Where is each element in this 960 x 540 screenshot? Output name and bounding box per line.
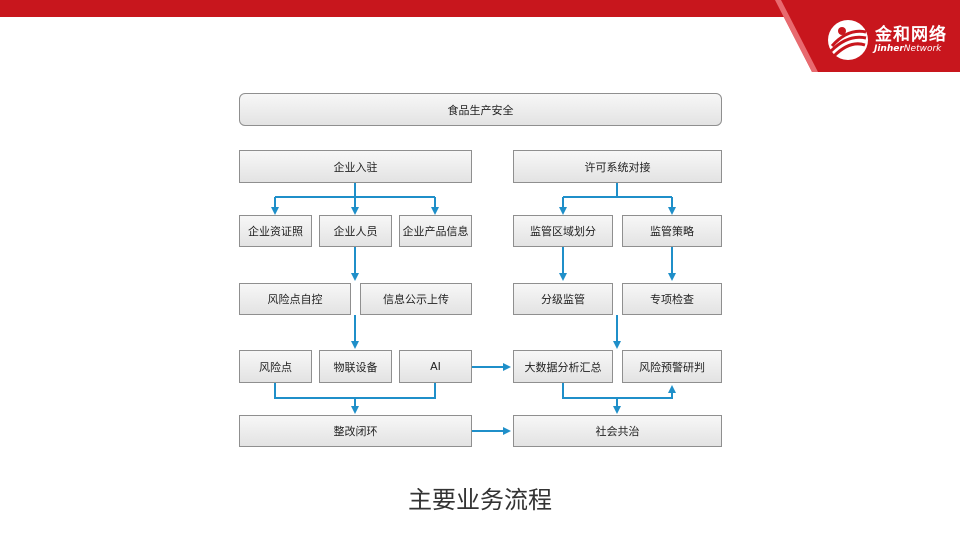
info-publish-box: 信息公示上传 bbox=[360, 283, 472, 315]
product-info-box: 企业产品信息 bbox=[399, 215, 472, 247]
ai-box: AI bbox=[399, 350, 472, 383]
rectify-box: 整改闭环 bbox=[239, 415, 472, 447]
special-inspection-box: 专项检查 bbox=[622, 283, 722, 315]
enterprise-entry-box: 企业入驻 bbox=[239, 150, 472, 183]
region-division-box: 监管区域划分 bbox=[513, 215, 613, 247]
logo-text-network: Network bbox=[903, 44, 942, 54]
qualification-box: 企业资证照 bbox=[239, 215, 312, 247]
iot-device-box: 物联设备 bbox=[319, 350, 392, 383]
food-safety-box: 食品生产安全 bbox=[239, 93, 722, 126]
social-governance-box: 社会共治 bbox=[513, 415, 722, 447]
logo-text-english: JinherNetwork bbox=[874, 44, 941, 54]
slide-caption: 主要业务流程 bbox=[408, 486, 552, 514]
license-system-box: 许可系统对接 bbox=[513, 150, 722, 183]
logo-text-chinese: 金和网络 bbox=[875, 25, 947, 45]
risk-point-box: 风险点 bbox=[239, 350, 312, 383]
risk-warning-box: 风险预警研判 bbox=[622, 350, 722, 383]
top-red-bar bbox=[0, 0, 960, 17]
risk-self-control-box: 风险点自控 bbox=[239, 283, 351, 315]
graded-supervision-box: 分级监管 bbox=[513, 283, 613, 315]
logo-text-jinher: Jinher bbox=[874, 44, 904, 54]
jinher-logo-icon bbox=[828, 20, 868, 60]
personnel-box: 企业人员 bbox=[319, 215, 392, 247]
strategy-box: 监管策略 bbox=[622, 215, 722, 247]
big-data-box: 大数据分析汇总 bbox=[513, 350, 613, 383]
